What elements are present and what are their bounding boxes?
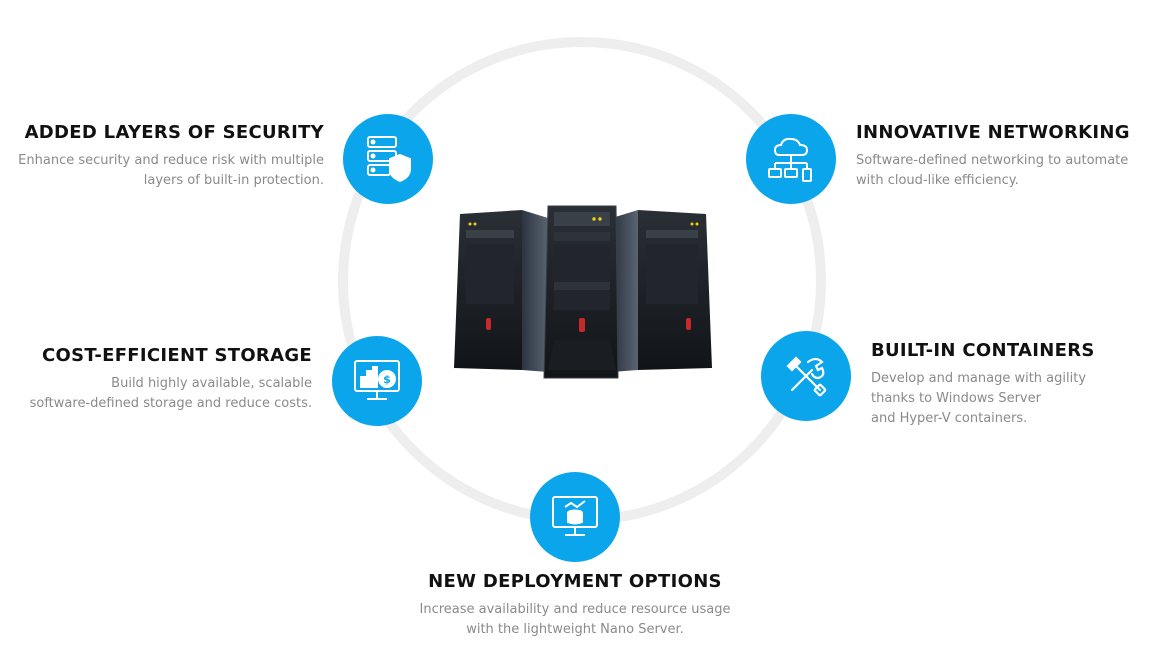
feature-deployment: NEW DEPLOYMENT OPTIONS Increase availabi… (380, 571, 770, 640)
feature-security: ADDED LAYERS OF SECURITY Enhance securit… (10, 122, 324, 191)
server-tower-left (454, 210, 548, 372)
feature-title: BUILT-IN CONTAINERS (871, 340, 1095, 361)
feature-title: ADDED LAYERS OF SECURITY (24, 122, 324, 143)
server-tower-right (612, 210, 712, 372)
feature-description: Software-defined networking to automate … (856, 153, 1129, 188)
feature-containers: BUILT-IN CONTAINERS Develop and manage w… (871, 340, 1156, 429)
feature-networking: INNOVATIVE NETWORKING Software-defined n… (856, 122, 1156, 191)
feature-storage: COST-EFFICIENT STORAGE Build highly avai… (10, 345, 312, 414)
monitor-database-icon (530, 472, 620, 562)
feature-description: Increase availability and reduce resourc… (419, 602, 731, 637)
feature-description: Develop and manage with agility thanks t… (871, 371, 1087, 426)
feature-title: COST-EFFICIENT STORAGE (42, 345, 312, 366)
feature-description: Enhance security and reduce risk with mu… (18, 153, 324, 188)
feature-description: Build highly available, scalable softwar… (29, 376, 312, 411)
server-tower-center (543, 205, 619, 379)
server-shield-icon (343, 114, 433, 204)
cloud-network-icon (746, 114, 836, 204)
tools-icon (761, 331, 851, 421)
server-towers-image (454, 205, 712, 379)
monitor-chart-dollar-icon: $ (332, 336, 422, 426)
feature-title: INNOVATIVE NETWORKING (856, 122, 1130, 143)
svg-text:$: $ (383, 373, 391, 386)
feature-title: NEW DEPLOYMENT OPTIONS (428, 571, 722, 592)
